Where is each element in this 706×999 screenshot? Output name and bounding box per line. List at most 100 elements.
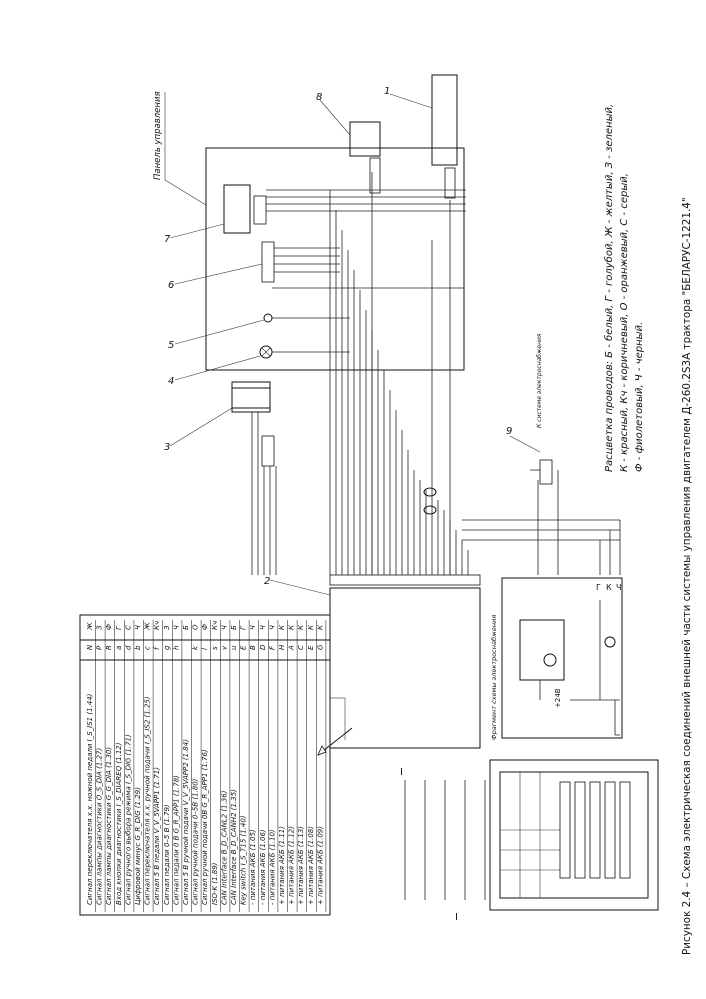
signal-row-color: С xyxy=(124,625,132,630)
component-2-connector xyxy=(269,574,481,749)
component-9-fuse-block: К системе электроснабжения xyxy=(509,333,553,485)
signal-row-color: Ч xyxy=(249,625,257,630)
signal-row-name: Сигнал переключателя х.х. ножной педали … xyxy=(86,693,94,905)
callout-9: 9 xyxy=(506,426,512,437)
signal-row-name: Сигнал педали 0–5 В (1.79) xyxy=(163,804,171,905)
bottom-wire-label-3: Г xyxy=(596,583,601,592)
callout-7: 7 xyxy=(164,234,171,245)
signal-row-name: + питания АКБ (1.09) xyxy=(316,826,324,905)
component-1-diagnostic-block xyxy=(389,74,458,199)
signal-row-name: Сигнал педали 0 В G_R_APP1 (1.78) xyxy=(172,775,180,905)
signal-row-code: B xyxy=(249,645,257,650)
signal-row-color: З xyxy=(96,625,104,630)
power-supply-fragment: Фрагмент схемы электроснабжения +24В xyxy=(490,577,623,740)
signal-row-code: R xyxy=(105,645,113,650)
signal-row-color: Г xyxy=(240,625,248,630)
signal-table-rows: Сигнал переключателя х.х. ножной педали … xyxy=(86,620,327,912)
signal-row-color: К xyxy=(316,624,324,630)
callout-6: 6 xyxy=(168,280,174,291)
signal-row-color: Г xyxy=(115,625,123,630)
signal-row-color: Б xyxy=(230,625,238,630)
signal-row-name: Сигнал ручной подачи 0В G_R_APP1 (1.76) xyxy=(201,749,209,905)
signal-row-code: G xyxy=(316,644,324,650)
callouts: 1 2 3 4 5 6 7 8 9 xyxy=(164,86,512,587)
signal-row-color: Ч xyxy=(220,625,228,630)
signal-row-name: + питания АКБ (1.13) xyxy=(297,826,305,905)
power-note: Фрагмент схемы электроснабжения xyxy=(490,615,498,740)
component-6-connector xyxy=(174,241,275,285)
signal-row-color: К xyxy=(278,624,286,630)
signal-row-code: N xyxy=(86,644,94,650)
control-panel-label: Панель управления xyxy=(153,91,163,180)
signal-row-name: + питания АКБ (1.12) xyxy=(288,826,296,905)
signal-row-name: - питания АКБ (1.10) xyxy=(268,829,276,905)
callout-8: 8 xyxy=(316,92,322,103)
component-4-lamp xyxy=(174,345,273,381)
signal-row-code: E xyxy=(307,645,315,650)
signal-row-name: ISO-K (1.89) xyxy=(211,862,219,905)
signal-row-name: Key switch I_S_T15 (1.40) xyxy=(240,815,248,905)
signal-row-code: H xyxy=(278,644,286,650)
section-i-bottom-label: Ⅰ xyxy=(455,912,458,923)
signal-row-color: Ч xyxy=(268,625,276,630)
figure-caption: Рисунок 2.4 – Схема электрическая соедин… xyxy=(681,197,693,955)
section-i-top-label: Ⅰ xyxy=(400,767,403,778)
signal-row-code: F xyxy=(268,645,276,650)
component-5-switch xyxy=(174,313,273,345)
legend-line-1: Расцветка проводов: Б - белый, Г - голуб… xyxy=(603,104,615,472)
signal-row-code: C xyxy=(297,645,305,650)
signal-row-name: CAN Interface B_D_CANH2 (1.35) xyxy=(230,789,238,905)
signal-row-name: Сигнал 5 В ручной подачи V_V_5VAPP2 (1.8… xyxy=(182,739,190,905)
signal-row-name: Вход кнопки диагностики I_S_DIAREQ (1.12… xyxy=(115,742,123,905)
section-i: Ⅰ Ⅰ xyxy=(400,767,486,923)
signal-row-code: f xyxy=(153,646,161,650)
signal-row-color: Кч xyxy=(153,621,161,630)
signal-row-name: Цифровой минус G_R_DIG (1.29) xyxy=(134,787,142,905)
signal-row-name: + питания АКБ (1.11) xyxy=(278,826,286,905)
callout-3: 3 xyxy=(164,442,170,453)
component-3-connector xyxy=(169,381,275,467)
signal-row-code: v xyxy=(220,645,228,650)
control-panel: Панель управления xyxy=(153,91,465,371)
ecu-block xyxy=(489,759,659,911)
callout-5: 5 xyxy=(168,340,174,351)
signal-row-code: k xyxy=(192,645,200,650)
signal-row-color: Ж xyxy=(144,622,152,631)
signal-row-code: b xyxy=(134,645,142,650)
signal-row-name: Сигнал переключателя х.х. ручной подачи … xyxy=(144,696,152,905)
signal-row-code: g xyxy=(163,645,171,650)
legend-line-3: Ф - фиолетовый, Ч - черный. xyxy=(634,322,645,472)
signal-row-code: u xyxy=(230,645,238,650)
wire-bundle xyxy=(251,172,621,580)
signal-row-name: CAN Interface B_D_CANL2 (1.36) xyxy=(220,790,228,905)
voltage-note: +24В xyxy=(554,688,562,708)
signal-row-color: Ч xyxy=(134,625,142,630)
signal-row-code: s xyxy=(211,646,219,650)
signal-row-color: Ж xyxy=(86,622,94,631)
callout-4: 4 xyxy=(168,376,174,387)
signal-row-color: Кч xyxy=(211,621,219,630)
wire-color-legend: Расцветка проводов: Б - белый, Г - голуб… xyxy=(603,104,645,472)
signal-row-color: З xyxy=(163,625,171,630)
signal-row-code: h xyxy=(172,646,180,650)
signal-row-color: Ф xyxy=(105,624,113,630)
signal-row-code: c xyxy=(144,646,152,650)
bottom-wire-label-1: Ч xyxy=(616,583,621,592)
component-8-connector xyxy=(319,99,381,194)
signal-row-name: Сигнал лампы диагностики O_S_DIA (1.27) xyxy=(96,748,104,905)
signal-row-color: Ф xyxy=(201,624,209,630)
callout-2: 2 xyxy=(264,576,270,587)
signal-row-color: О xyxy=(192,624,200,630)
bottom-wire-label-2: К xyxy=(606,583,612,592)
component-7-module xyxy=(169,184,267,239)
signal-row-name: Сигнал 5 В педали V_V_5VAPP1 (1.71) xyxy=(153,767,161,905)
signal-row-color: К xyxy=(288,624,296,630)
signal-row-color: Б xyxy=(182,625,190,630)
signal-row-code: a xyxy=(115,646,123,650)
signal-row-code: A xyxy=(288,645,296,651)
signal-table: Сигнал переключателя х.х. ножной педали … xyxy=(79,614,353,916)
callout-1: 1 xyxy=(384,86,390,97)
legend-line-2: К - красный, Кч - коричневый, О - оранже… xyxy=(619,173,630,472)
fuse-note: К системе электроснабжения xyxy=(536,333,543,428)
